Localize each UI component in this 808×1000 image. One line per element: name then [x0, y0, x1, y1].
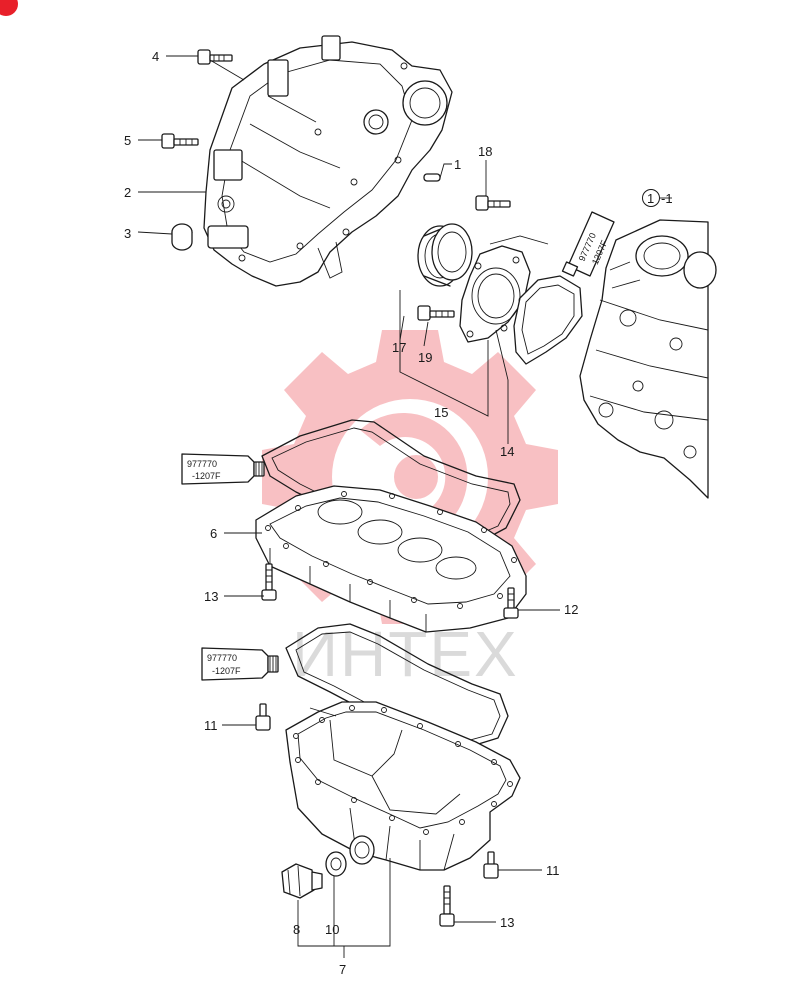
callout-19: 19 [418, 350, 432, 365]
oil-pan-gasket-lower [285, 623, 509, 747]
reference-circle-number: 1 [647, 191, 654, 206]
reference-circle-1-1: 1 -1 [642, 189, 673, 207]
callout-14: 14 [500, 444, 514, 459]
callout-17: 17 [392, 340, 406, 355]
callout-3: 3 [124, 226, 131, 241]
bolt-part-11-lower [483, 851, 499, 879]
sealant-tube-lower: 977770 -1207F [201, 647, 279, 681]
callout-11-lower: 11 [546, 863, 560, 878]
sealant-tube-left-label-1: 977770 [187, 459, 217, 469]
callout-7: 7 [339, 962, 346, 977]
bolt-part-11-upper [255, 703, 271, 731]
callout-18: 18 [478, 144, 492, 159]
bolt-part-12 [503, 587, 519, 619]
sealant-tube-upper: 977770 -1207F [561, 211, 615, 277]
watermark-text: ИНТЕХ [292, 618, 519, 690]
callout-6: 6 [210, 526, 217, 541]
corner-badge [0, 0, 18, 16]
flywheel-housing [203, 35, 453, 287]
cylinder-block [579, 219, 717, 499]
callout-13-upper: 13 [204, 589, 218, 604]
sealant-tube-lower-label-1: 977770 [207, 653, 237, 663]
callout-8: 8 [293, 922, 300, 937]
callout-11-upper: 11 [204, 718, 218, 733]
seal-retainer-part-14 [459, 245, 531, 343]
leader-lines [137, 55, 672, 958]
callout-12: 12 [564, 602, 578, 617]
oil-pan-part-7 [285, 701, 521, 871]
pin-part-1 [423, 173, 441, 182]
reference-suffix: -1 [661, 191, 673, 206]
bolt-part-13-upper [261, 563, 277, 601]
oil-seal-part-17 [417, 223, 473, 287]
retainer-gasket [513, 275, 583, 365]
callout-15: 15 [434, 405, 448, 420]
callout-10: 10 [325, 922, 339, 937]
bolt-part-18 [475, 195, 511, 211]
drain-plug-part-8 [281, 863, 323, 899]
bolt-part-19 [417, 305, 455, 321]
callout-5: 5 [124, 133, 131, 148]
bolt-part-13-lower [439, 885, 455, 927]
callout-1: 1 [454, 157, 461, 172]
bolt-part-5 [161, 133, 199, 149]
washer-part-10 [325, 851, 347, 877]
bolt-part-4 [197, 49, 233, 65]
callout-2: 2 [124, 185, 131, 200]
callout-4: 4 [152, 49, 159, 64]
sealant-tube-lower-label-2: -1207F [212, 666, 241, 676]
sealant-tube-left: 977770 -1207F [181, 453, 265, 485]
callout-13-lower: 13 [500, 915, 514, 930]
sealant-tube-left-label-2: -1207F [192, 471, 221, 481]
plug-part-3 [171, 223, 193, 251]
